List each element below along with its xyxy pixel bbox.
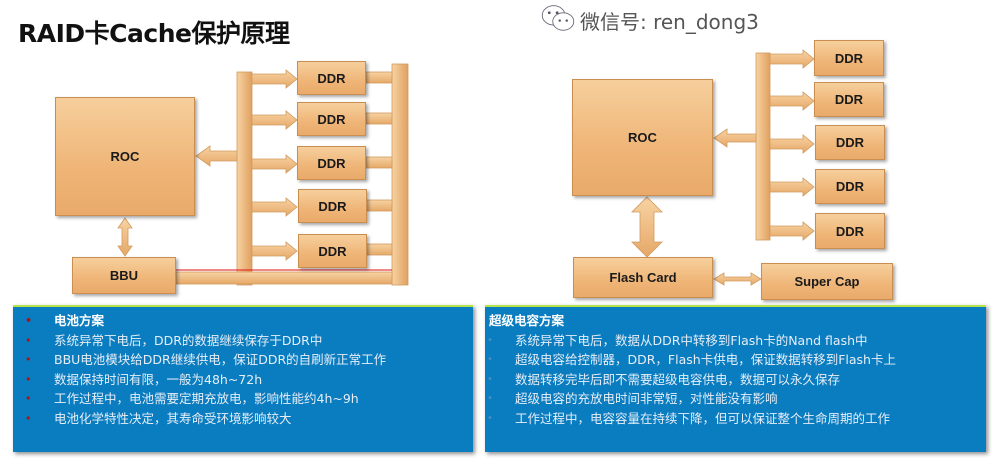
page-title: RAID卡Cache保护原理 <box>18 19 290 48</box>
list-item: 数据保持时间有限，一般为48h~72h <box>13 370 473 390</box>
right-diagram-bus <box>755 52 771 241</box>
list-item: 超级电容的充放电时间非常短，对性能没有影响 <box>485 389 986 409</box>
wechat-icon <box>540 4 576 37</box>
arrow-roc-bbu <box>117 217 133 257</box>
list-item: 系统异常下电后，DDR的数据继续保存于DDR中 <box>13 331 473 351</box>
ddr-box: DDR <box>297 61 366 95</box>
ddr-box: DDR <box>814 40 884 76</box>
bbu-power-bar <box>175 271 393 285</box>
ddr-box: DDR <box>298 189 367 223</box>
ddr-box: DDR <box>297 146 366 180</box>
arrow-flash-supercap <box>713 272 762 286</box>
list-item: 工作过程中，电池需要定期充放电，影响性能约4h~9h <box>13 389 473 409</box>
battery-solution-panel: 电池方案 系统异常下电后，DDR的数据继续保存于DDR中 BBU电池模块给DDR… <box>13 305 473 452</box>
panel-heading: 超级电容方案 <box>489 313 565 328</box>
flash-card-box: Flash Card <box>573 257 713 298</box>
ddr-box: DDR <box>815 169 885 204</box>
list-item: 超级电容给控制器，DDR，Flash卡供电，保证数据转移到Flash卡上 <box>485 350 986 370</box>
ddr-box: DDR <box>815 213 885 249</box>
ddr-arrows-right <box>769 49 815 241</box>
ddr-box: DDR <box>814 82 884 117</box>
list-item: BBU电池模块给DDR继续供电，保证DDR的自刷新正常工作 <box>13 350 449 370</box>
list-item: 数据转移完毕后即不需要超级电容供电，数据可以永久保存 <box>485 370 986 390</box>
bbu-box: BBU <box>72 257 176 294</box>
supercap-solution-panel: 超级电容方案 系统异常下电后，数据从DDR中转移到Flash卡的Nand fla… <box>485 305 986 452</box>
watermark: 微信号: ren_dong3 <box>540 4 759 37</box>
panel-heading: 电池方案 <box>13 311 473 331</box>
super-cap-box: Super Cap <box>761 263 893 300</box>
right-bus <box>391 63 409 286</box>
left-bus <box>236 71 253 286</box>
list-item: 电池化学特性决定，其寿命受环境影响较大 <box>13 409 473 429</box>
arrow-bus-to-roc <box>195 145 238 167</box>
ddr-box: DDR <box>297 102 366 136</box>
ddr-arrows-left <box>251 69 393 261</box>
arrow-roc-flash <box>631 196 663 258</box>
arrow-bus-to-roc-right <box>713 128 757 148</box>
roc-box-right: ROC <box>572 79 713 196</box>
ddr-box: DDR <box>815 125 885 160</box>
ddr-box: DDR <box>298 234 367 268</box>
roc-box: ROC <box>55 97 195 216</box>
watermark-text: 微信号: ren_dong3 <box>580 10 759 34</box>
list-item: 系统异常下电后，数据从DDR中转移到Flash卡的Nand flash中 <box>485 331 986 351</box>
list-item: 工作过程中，电容容量在持续下降，但可以保证整个生命周期的工作 <box>485 409 986 429</box>
